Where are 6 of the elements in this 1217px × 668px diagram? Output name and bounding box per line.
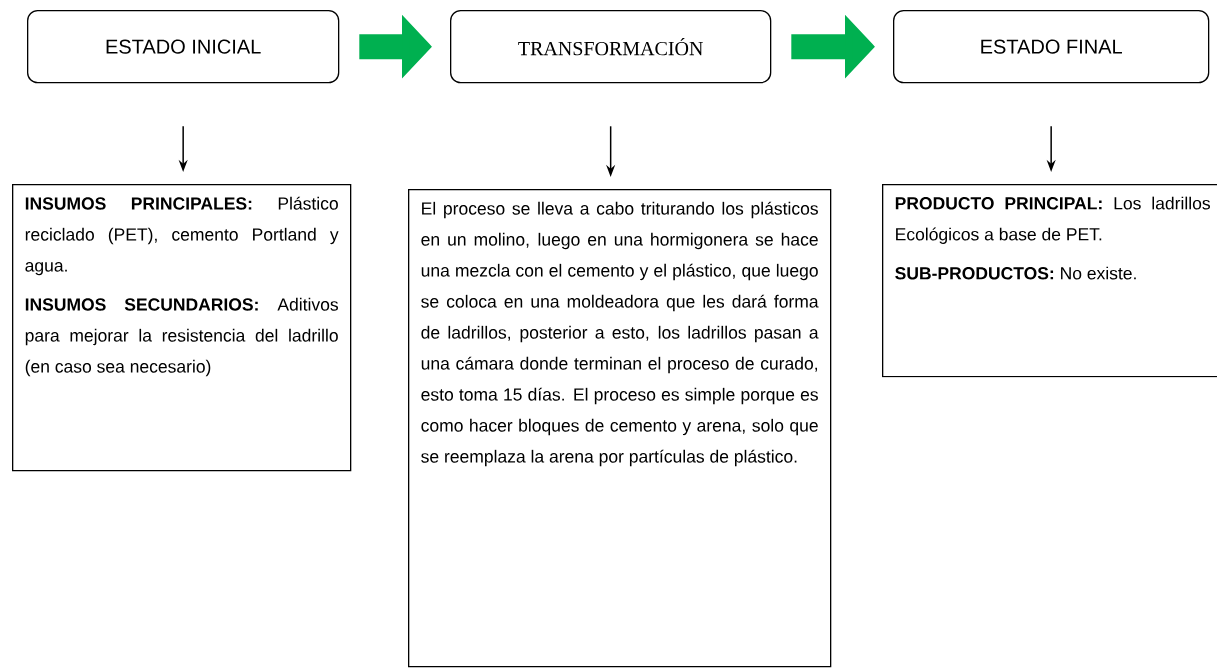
stage-box: ESTADO INICIAL [27,10,340,84]
text-box: INSUMOS PRINCIPALES: Plástico reciclado (PET), cemento Portland y agua. INSUMOS SECUNDARIOS: Aditivos para mejorar la resistencia del ladrillo (en caso sea necesario) [12,184,352,472]
stage-box: TRANSFORMACIÓN [450,10,772,84]
text-box: El proceso se lleva a cabo triturando los plásticos en un molino, luego en una hormigonera se hace una mezcla con el cemento y el plástico, que luego se coloca en una moldeadora que les dará forma de ladrillos, posterior a esto, los ladrillos pasan a una cámara donde terminan el proceso de curado, esto toma 15 días. El proceso es simple porque es como hacer bloques de cemento y arena, solo que se reemplaza la arena por partículas de plástico. [408,189,832,668]
stage-box: ESTADO FINAL [893,10,1210,84]
text-box: PRODUCTO PRINCIPAL: Los ladrillos Ecológicos a base de PET. SUB-PRODUCTOS: No existe. [882,184,1217,378]
